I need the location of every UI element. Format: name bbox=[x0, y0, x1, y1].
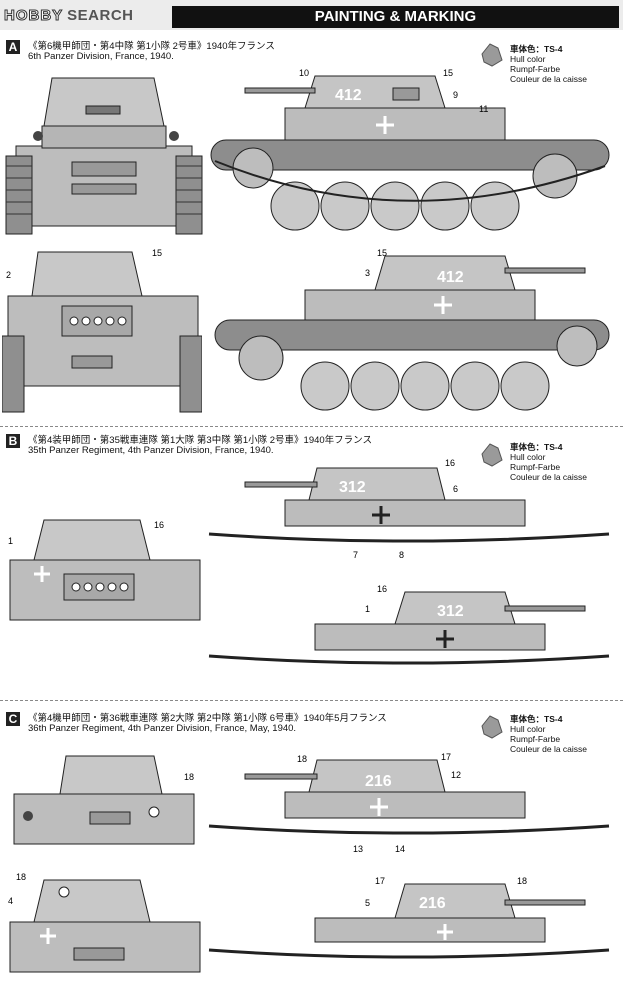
color-de: Rumpf-Farbe bbox=[510, 64, 561, 74]
section-a-turret-number: 412 bbox=[335, 87, 362, 104]
callout-4: 4 bbox=[8, 896, 13, 906]
callout-5: 5 bbox=[365, 898, 370, 908]
section-c-rear-view: 18 4 bbox=[8, 872, 201, 973]
section-b-side-view-left: 312 16 1 bbox=[208, 584, 610, 665]
callout-1-side: 1 bbox=[365, 604, 370, 614]
section-a-caption-jp: 《第6機甲師団・第4中隊 第1小隊 2号車》1940年フランス bbox=[28, 41, 275, 52]
section-c-letter: C bbox=[6, 712, 20, 726]
section-a-turret-number-2: 412 bbox=[437, 269, 464, 286]
color-fr: Couleur de la caisse bbox=[510, 74, 588, 84]
callout-16-rear: 16 bbox=[154, 520, 164, 530]
color-swatch-icon bbox=[481, 43, 503, 67]
callout-3: 3 bbox=[365, 268, 370, 278]
section-c-side-view-right: 216 18 17 12 13 14 bbox=[208, 752, 610, 854]
callout-13: 13 bbox=[353, 844, 363, 854]
callout-9: 9 bbox=[453, 90, 458, 100]
section-a-caption-en: 6th Panzer Division, France, 1940. bbox=[28, 51, 174, 62]
section-a-color-legend: 車体色：TS-4 Hull color Rumpf-Farbe Couleur … bbox=[510, 44, 587, 84]
section-c-side-view-left: 216 17 18 5 bbox=[208, 876, 610, 959]
color-code: 車体色：TS-4 bbox=[510, 44, 563, 54]
section-b-caption-en: 35th Panzer Regiment, 4th Panzer Divisio… bbox=[28, 445, 274, 456]
logo-sub-text: SEARCH bbox=[67, 6, 134, 24]
callout-15: 15 bbox=[443, 68, 453, 78]
callout-17: 17 bbox=[441, 752, 451, 762]
section-b-turret-number-2: 312 bbox=[437, 603, 464, 620]
callout-6: 6 bbox=[453, 484, 458, 494]
color-en: Hull color bbox=[510, 54, 546, 64]
section-divider bbox=[0, 426, 623, 427]
callout-1: 1 bbox=[8, 536, 13, 546]
callout-8: 8 bbox=[399, 550, 404, 560]
callout-15-rear: 15 bbox=[152, 248, 162, 258]
header-bar: HOBBY SEARCH PAINTING & MARKING bbox=[0, 0, 623, 30]
section-b-letter: B bbox=[6, 434, 20, 448]
color-en: Hull color bbox=[510, 452, 546, 462]
callout-18: 18 bbox=[297, 754, 307, 764]
section-c-turret-number-2: 216 bbox=[419, 895, 446, 912]
site-logo[interactable]: HOBBY SEARCH bbox=[3, 4, 134, 26]
callout-17-side: 17 bbox=[375, 876, 385, 886]
logo-main-text: HOBBY bbox=[3, 6, 64, 24]
callout-11: 11 bbox=[479, 104, 488, 114]
color-de: Rumpf-Farbe bbox=[510, 734, 561, 744]
color-fr: Couleur de la caisse bbox=[510, 472, 588, 482]
callout-2: 2 bbox=[6, 270, 11, 280]
color-en: Hull color bbox=[510, 724, 546, 734]
callout-18-front: 18 bbox=[184, 772, 194, 782]
color-de: Rumpf-Farbe bbox=[510, 462, 561, 472]
color-swatch-icon bbox=[481, 715, 503, 739]
callout-15-side: 15 bbox=[377, 248, 387, 258]
section-a-front-view bbox=[5, 77, 203, 235]
section-b-caption-jp: 《第4装甲師団・第35戦車連隊 第1大隊 第3中隊 第1小隊 2号車》1940年… bbox=[28, 435, 372, 446]
page-title: PAINTING & MARKING bbox=[172, 6, 619, 28]
section-c-color-legend: 車体色：TS-4 Hull color Rumpf-Farbe Couleur … bbox=[510, 714, 587, 754]
color-code: 車体色：TS-4 bbox=[510, 442, 563, 452]
callout-10: 10 bbox=[299, 68, 309, 78]
callout-12: 12 bbox=[451, 770, 461, 780]
color-code: 車体色：TS-4 bbox=[510, 714, 563, 724]
callout-18-rear: 18 bbox=[16, 872, 26, 882]
section-divider bbox=[0, 700, 623, 701]
section-c-front-view: 18 bbox=[13, 755, 195, 845]
section-a-letter: A bbox=[6, 40, 20, 54]
section-b-side-view-right: 312 16 6 7 8 bbox=[208, 458, 610, 560]
section-a-side-view-right: 412 10 15 9 11 bbox=[210, 68, 610, 231]
color-swatch-icon bbox=[481, 443, 503, 467]
section-c-caption-jp: 《第4機甲師団・第36戦車連隊 第2大隊 第2中隊 第1小隊 6号車》1940年… bbox=[28, 713, 387, 724]
section-b-color-legend: 車体色：TS-4 Hull color Rumpf-Farbe Couleur … bbox=[510, 442, 587, 482]
section-c-turret-number: 216 bbox=[365, 773, 392, 790]
callout-7: 7 bbox=[353, 550, 358, 560]
section-a-rear-view: 2 15 bbox=[2, 248, 202, 413]
section-b-turret-number: 312 bbox=[339, 479, 366, 496]
section-c-caption-en: 36th Panzer Regiment, 4th Panzer Divisio… bbox=[28, 723, 297, 734]
callout-18-side: 18 bbox=[517, 876, 527, 886]
callout-14: 14 bbox=[395, 844, 405, 854]
section-b-rear-view: 1 16 bbox=[8, 519, 201, 621]
callout-16-side: 16 bbox=[377, 584, 387, 594]
section-a-side-view-left: 412 15 3 bbox=[214, 248, 610, 411]
callout-16: 16 bbox=[445, 458, 455, 468]
color-fr: Couleur de la caisse bbox=[510, 744, 588, 754]
